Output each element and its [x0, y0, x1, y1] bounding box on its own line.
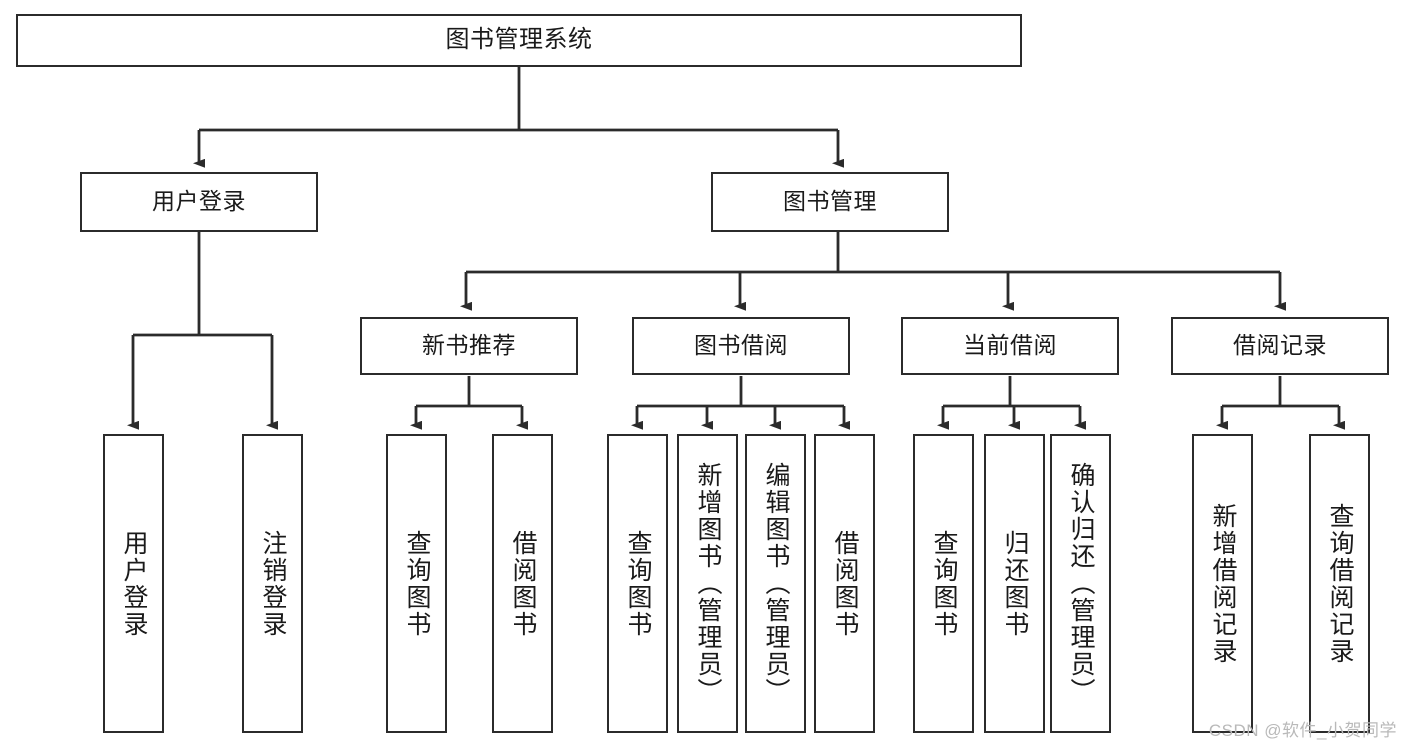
node-label: 用户登录 — [152, 188, 246, 215]
node-book-management[interactable]: 图书管理 — [711, 172, 949, 232]
leaf-current-query-book[interactable]: 查询图书 — [913, 434, 974, 733]
leaf-record-query-record[interactable]: 查询借阅记录 — [1309, 434, 1370, 733]
watermark-text: CSDN @软件_小贺同学 — [1208, 721, 1397, 740]
node-label: 用户登录 — [120, 529, 148, 638]
node-label: 借阅图书 — [831, 529, 859, 638]
node-label: 确认归还（管理员） — [1067, 462, 1095, 705]
node-label: 注销登录 — [259, 529, 287, 638]
node-book-borrow[interactable]: 图书借阅 — [632, 317, 850, 375]
node-label: 查询图书 — [930, 529, 958, 638]
leaf-user-login-signout[interactable]: 注销登录 — [242, 434, 303, 733]
node-label: 新书推荐 — [422, 332, 516, 359]
leaf-borrow-borrow-book[interactable]: 借阅图书 — [814, 434, 875, 733]
node-label: 新增借阅记录 — [1209, 502, 1237, 665]
leaf-borrow-add-book-admin[interactable]: 新增图书（管理员） — [677, 434, 738, 733]
node-new-book-recommend[interactable]: 新书推荐 — [360, 317, 578, 375]
node-label: 当前借阅 — [963, 332, 1057, 359]
leaf-record-add-record[interactable]: 新增借阅记录 — [1192, 434, 1253, 733]
node-label: 借阅图书 — [509, 529, 537, 638]
node-label: 新增图书（管理员） — [694, 462, 722, 705]
node-label: 查询图书 — [403, 529, 431, 638]
leaf-recommend-borrow-book[interactable]: 借阅图书 — [492, 434, 553, 733]
node-root-system[interactable]: 图书管理系统 — [16, 14, 1022, 67]
node-label: 图书借阅 — [694, 332, 788, 359]
node-label: 图书管理 — [783, 188, 877, 215]
leaf-user-login-signin[interactable]: 用户登录 — [103, 434, 164, 733]
node-borrow-record[interactable]: 借阅记录 — [1171, 317, 1389, 375]
node-label: 借阅记录 — [1233, 332, 1327, 359]
node-current-borrow[interactable]: 当前借阅 — [901, 317, 1119, 375]
node-label: 图书管理系统 — [445, 26, 593, 54]
node-label: 查询借阅记录 — [1326, 502, 1354, 665]
node-label: 查询图书 — [624, 529, 652, 638]
leaf-borrow-query-book[interactable]: 查询图书 — [607, 434, 668, 733]
node-user-login[interactable]: 用户登录 — [80, 172, 318, 232]
leaf-recommend-query-book[interactable]: 查询图书 — [386, 434, 447, 733]
node-label: 归还图书 — [1001, 529, 1029, 638]
leaf-current-confirm-return-admin[interactable]: 确认归还（管理员） — [1050, 434, 1111, 733]
node-label: 编辑图书（管理员） — [762, 462, 790, 705]
leaf-current-return-book[interactable]: 归还图书 — [984, 434, 1045, 733]
leaf-borrow-edit-book-admin[interactable]: 编辑图书（管理员） — [745, 434, 806, 733]
